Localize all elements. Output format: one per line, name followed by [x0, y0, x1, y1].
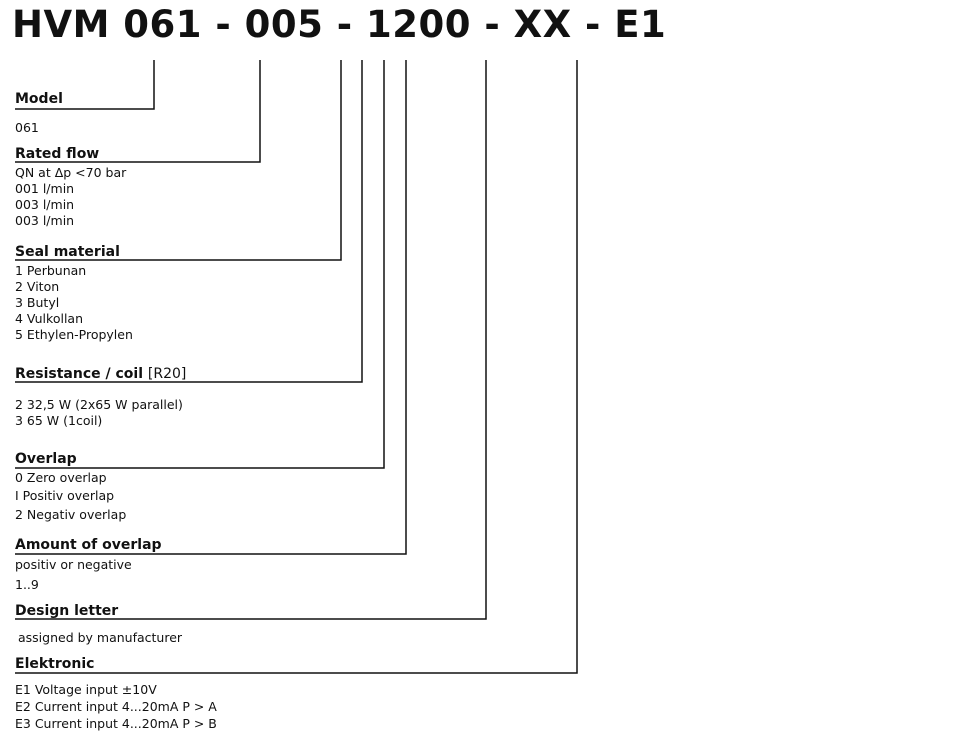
- option-design-letter-note: assigned by manufacturer: [18, 630, 183, 645]
- option-rated-flow-001: 001 l/min: [15, 181, 75, 196]
- section-heading-overlap: Overlap: [15, 451, 77, 467]
- option-amount-sign: positiv or negative: [15, 557, 132, 572]
- option-rated-flow-003a: 003 l/min: [15, 197, 75, 212]
- leader-line-seal-material: [15, 60, 342, 261]
- leader-line-design-letter: [15, 60, 487, 620]
- leader-line-rated-flow: [15, 60, 261, 163]
- section-heading-model: Model: [15, 91, 63, 107]
- option-overlap-negativ: 2 Negativ overlap: [15, 507, 127, 522]
- option-rated-flow-condition: QN at Δp <70 bar: [15, 165, 127, 180]
- option-coil-65w: 3 65 W (1coil): [15, 413, 103, 428]
- section-heading-elektronic: Elektronic: [15, 656, 95, 672]
- option-seal-butyl: 3 Butyl: [15, 295, 60, 310]
- type-code-title: HVM 061 - 005 - 1200 - XX - E1: [12, 3, 667, 46]
- section-heading-rated-flow: Rated flow: [15, 146, 100, 162]
- option-seal-ethylen-propylen: 5 Ethylen-Propylen: [15, 327, 133, 342]
- option-seal-viton: 2 Viton: [15, 279, 60, 294]
- option-elektronic-e3: E3 Current input 4...20mA P > B: [15, 716, 217, 731]
- option-elektronic-e1: E1 Voltage input ±10V: [15, 682, 157, 697]
- option-overlap-positiv: I Positiv overlap: [15, 488, 115, 503]
- resistance-coil-label: Resistance / coil: [15, 366, 144, 382]
- leader-line-elektronic: [15, 60, 578, 674]
- leader-line-overlap: [15, 60, 385, 469]
- leader-line-model: [15, 60, 155, 110]
- option-seal-vulkollan: 4 Vulkollan: [15, 311, 83, 326]
- section-heading-resistance-coil: Resistance / coil [R20]: [15, 366, 186, 382]
- option-overlap-zero: 0 Zero overlap: [15, 470, 107, 485]
- leader-line-amount-of-overlap: [15, 60, 407, 555]
- option-coil-32-5w: 2 32,5 W (2x65 W parallel): [15, 397, 183, 412]
- leader-line-resistance-coil: [15, 60, 363, 383]
- section-heading-seal-material: Seal material: [15, 244, 120, 260]
- option-seal-perbunan: 1 Perbunan: [15, 263, 87, 278]
- option-model-061: 061: [15, 120, 39, 135]
- option-rated-flow-003b: 003 l/min: [15, 213, 75, 228]
- section-heading-amount-of-overlap: Amount of overlap: [15, 537, 162, 553]
- option-amount-range: 1..9: [15, 577, 39, 592]
- section-heading-design-letter: Design letter: [15, 603, 119, 619]
- resistance-coil-note: [R20]: [147, 366, 187, 382]
- option-elektronic-e2: E2 Current input 4...20mA P > A: [15, 699, 217, 714]
